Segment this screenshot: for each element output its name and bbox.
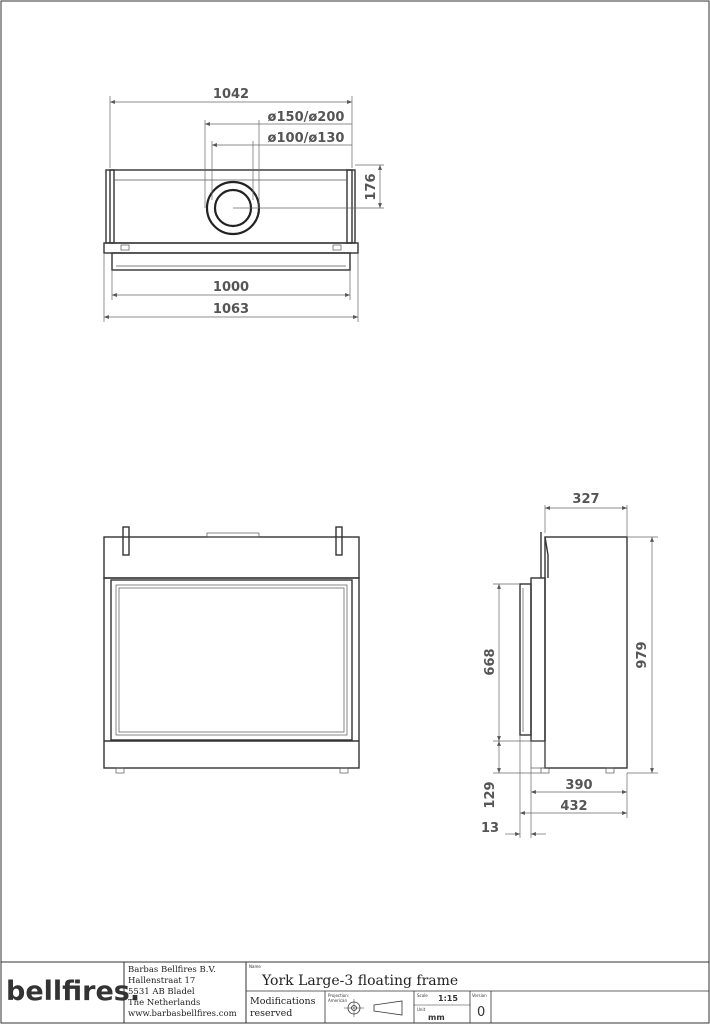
company-website: www.barbasbellfires.com	[128, 1009, 237, 1019]
projection-label: Projection:	[328, 993, 349, 998]
dim-glass-width: 1000	[213, 280, 249, 295]
company-street: Hallenstraat 17	[128, 976, 195, 986]
dim-overall-bottom: 1063	[213, 302, 249, 317]
title-block: bellfires. Barbas Bellfires B.V. Hallens…	[1, 961, 709, 1023]
version-value: 0	[477, 1005, 485, 1020]
side-view-body	[544, 536, 628, 769]
side-view-front	[530, 577, 546, 742]
front-view-glass	[118, 587, 345, 733]
dim-side-top: 327	[572, 492, 599, 507]
front-view	[103, 526, 360, 774]
side-view-glass	[519, 583, 532, 736]
dim-outer-depth: 432	[560, 799, 587, 814]
top-view-bracket-right	[346, 169, 356, 244]
front-view-top	[103, 536, 360, 579]
dim-depth: 176	[364, 173, 379, 200]
product-name: York Large-3 floating frame	[261, 973, 458, 989]
projection-symbol-icon	[344, 999, 403, 1017]
front-view-body	[103, 577, 360, 769]
scale-value: 1:15	[438, 994, 458, 1003]
company-name: Barbas Bellfires B.V.	[128, 965, 216, 975]
modifications-line2: reserved	[250, 1008, 292, 1019]
top-view: 1042 ø150/ø200 ø100/ø130 176 1000 1063	[103, 87, 384, 322]
unit-value: mm	[428, 1013, 445, 1022]
version-label: Version	[472, 993, 487, 998]
side-view: 327 979 668 129 390 432 13	[481, 492, 658, 838]
top-view-front-frame	[103, 242, 359, 254]
dim-flue-outer: ø150/ø200	[268, 110, 345, 125]
top-view-glass	[111, 252, 351, 271]
dim-flue-inner: ø100/ø130	[268, 131, 345, 146]
dim-glass-height: 668	[483, 648, 498, 675]
modifications-line1: Modifications	[250, 996, 316, 1007]
company-country: The Netherlands	[128, 998, 200, 1008]
dim-frame-thickness: 13	[481, 821, 499, 836]
company-city: 5531 AB Bladel	[128, 987, 195, 997]
front-view-frame	[110, 579, 353, 741]
top-view-body	[109, 169, 353, 244]
dim-base-height: 129	[483, 781, 498, 808]
unit-label: Unit	[417, 1007, 426, 1012]
bellfires-logo: bellfires.	[6, 976, 140, 1007]
scale-label: Scale	[417, 993, 428, 998]
projection-value: American	[328, 998, 348, 1003]
dim-inner-depth: 390	[565, 778, 592, 793]
dim-height-total: 979	[635, 641, 650, 668]
name-label: Name	[249, 964, 261, 969]
dim-overall-top: 1042	[213, 87, 249, 102]
